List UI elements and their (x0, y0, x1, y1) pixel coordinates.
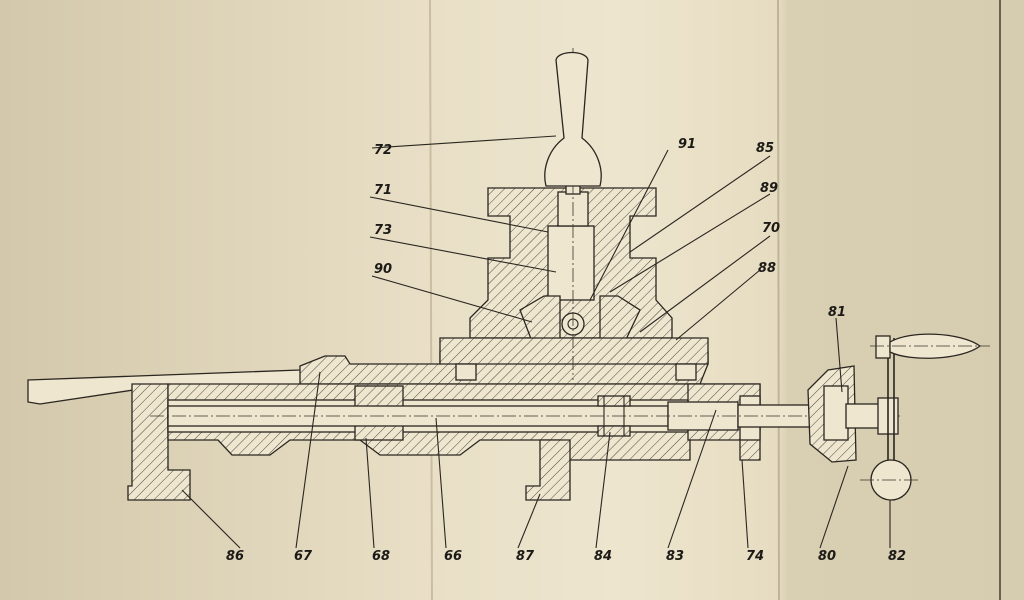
label-66: 66 (444, 549, 462, 564)
label-81: 81 (828, 305, 846, 320)
label-85: 85 (756, 141, 774, 156)
handwheel-assembly (807, 333, 990, 501)
label-68: 68 (372, 549, 390, 564)
label-67: 67 (294, 549, 313, 564)
label-90: 90 (374, 262, 392, 277)
label-74: 74 (746, 549, 764, 564)
page-fold (429, 0, 433, 600)
part-labels: 72 91 85 71 89 73 70 90 88 81 86 67 68 6… (226, 137, 906, 564)
label-86: 86 (226, 549, 244, 564)
label-84: 84 (594, 549, 612, 564)
label-70: 70 (762, 221, 780, 236)
label-91: 91 (678, 137, 696, 152)
label-87: 87 (516, 549, 535, 564)
label-88: 88 (758, 261, 776, 276)
label-71: 71 (374, 183, 392, 198)
page-fold (777, 0, 780, 600)
label-73: 73 (374, 223, 392, 238)
label-89: 89 (760, 181, 778, 196)
label-83: 83 (666, 549, 684, 564)
label-82: 82 (888, 549, 906, 564)
leader-lines (181, 135, 891, 549)
lever-handle (544, 51, 602, 187)
label-80: 80 (818, 549, 836, 564)
tool-post-block (439, 48, 709, 381)
label-72: 72 (374, 143, 392, 158)
